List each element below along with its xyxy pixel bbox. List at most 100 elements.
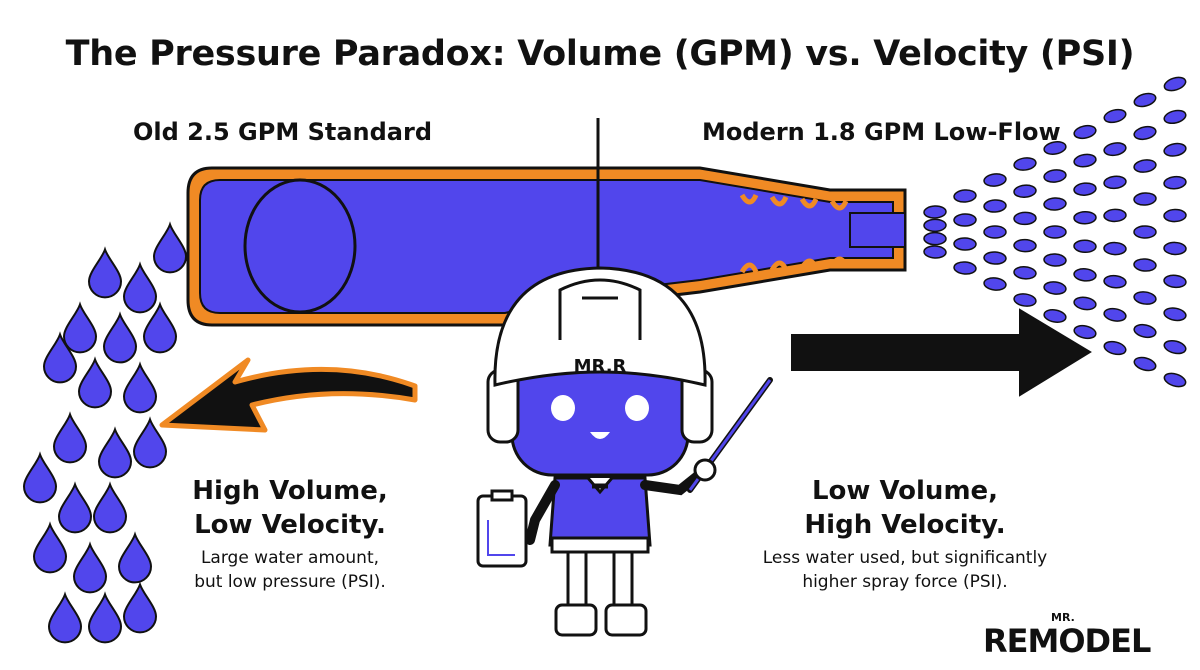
water-drop-icon [923,218,947,233]
water-drop-icon [87,246,123,299]
water-drop-icon [1103,307,1127,322]
water-drop-icon [953,261,977,275]
water-drop-icon [1103,108,1127,124]
water-drop-icon [1163,142,1187,157]
water-drop-icon [32,521,68,574]
logo-main-text: REMODEL [983,622,1151,660]
water-drop-icon [1103,208,1127,223]
label-modern-low-flow: Modern 1.8 GPM Low-Flow [702,118,1061,146]
water-drop-icon [122,361,158,414]
right-heading-line2: High Velocity. [804,510,1006,540]
water-drop-icon [1163,307,1187,322]
water-drop-icon [87,591,123,644]
water-drop-icon [923,245,947,259]
water-drop-icon [983,173,1007,187]
water-drop-icon [1013,293,1037,307]
mascot-robot [476,266,773,637]
water-drop-icon [52,411,88,464]
left-heading-line2: Low Velocity. [194,510,386,540]
water-drop-icon [97,426,133,479]
water-drop-icon [1073,268,1097,282]
water-drop-icon [1163,208,1187,223]
water-drop-icon [122,581,158,634]
water-drop-icon [1043,253,1067,267]
water-drop-icon [62,301,98,354]
water-drop-icon [1013,211,1037,226]
left-body-line1: Large water amount, [200,548,380,568]
water-drop-icon [1073,182,1097,196]
water-drop-icon [77,356,113,409]
water-drop-icon [1073,210,1097,225]
water-drop-icon [953,189,977,203]
water-drop-icon [923,205,947,219]
logo-top-text: MR. [1051,611,1075,624]
page-title: The Pressure Paradox: Volume (GPM) vs. V… [65,34,1135,74]
water-drop-icon [1073,296,1097,311]
water-drop-icon [142,301,178,354]
water-drop-icon [1103,142,1127,157]
spray-droplets [923,76,1187,388]
water-drop-icon [1163,109,1187,125]
water-drop-icon [117,531,153,584]
water-drop-icon [1073,239,1097,254]
water-drop-icon [1163,339,1187,355]
water-drop-icon [152,221,188,274]
water-drop-icon [1043,141,1067,155]
right-heading: Low Volume, High Velocity. [780,474,1030,542]
water-drop-icon [1043,281,1067,295]
water-drop-icon [57,481,93,534]
water-drop-icon [1043,197,1067,211]
water-drop-icon [983,277,1007,291]
water-drop-icon [1043,309,1067,323]
left-heading-line1: High Volume, [192,476,388,506]
water-drop-icon [1043,169,1067,183]
nozzle-pipe [186,118,907,327]
water-drop-icon [1133,323,1157,339]
right-description: Less water used, but significantly highe… [740,546,1070,594]
arrow-right-icon [791,308,1092,397]
water-drop-icon [1133,159,1157,173]
water-drop-icon [1163,175,1187,190]
water-drop-icon [47,591,83,644]
water-drop-icon [1163,274,1187,289]
water-drop-icon [1133,125,1157,141]
water-drop-icon [1103,340,1127,356]
water-drop-icon [42,331,78,384]
water-drop-icon [1133,291,1157,305]
helmet-badge: MR.R [573,356,627,377]
water-drop-icon [1133,356,1157,372]
water-drop-icon [923,231,947,246]
water-drop-icon [132,416,168,469]
clipboard-icon [476,489,528,568]
water-drop-icon [953,213,977,227]
right-body-line2: higher spray force (PSI). [802,572,1008,592]
left-body-line2: but low pressure (PSI). [194,572,386,592]
water-drop-icon [1133,258,1157,272]
water-drop-icon [1073,124,1097,140]
water-drop-icon [92,481,128,534]
water-drop-icon [1013,184,1037,199]
water-drop-icon [1043,225,1067,239]
water-drop-icon [102,311,138,364]
water-drop-icon [983,225,1007,239]
water-drop-icon [983,251,1007,265]
right-heading-line1: Low Volume, [811,476,999,506]
water-drop-icon [72,541,108,594]
left-description: Large water amount, but low pressure (PS… [170,546,410,594]
water-drop-icon [1103,274,1127,289]
water-drop-icon [1163,372,1187,388]
water-drop-icon [1133,92,1157,108]
right-body-line1: Less water used, but significantly [762,548,1048,568]
water-drop-icon [1133,192,1157,206]
water-drops [22,221,188,644]
pointer-icon [687,377,773,493]
water-drop-icon [1103,175,1127,190]
water-drop-icon [22,451,58,504]
water-drop-icon [1013,238,1037,253]
water-drop-icon [1073,153,1097,168]
water-drop-icon [983,199,1007,213]
water-drop-icon [1163,76,1187,92]
water-drop-icon [1013,157,1037,171]
